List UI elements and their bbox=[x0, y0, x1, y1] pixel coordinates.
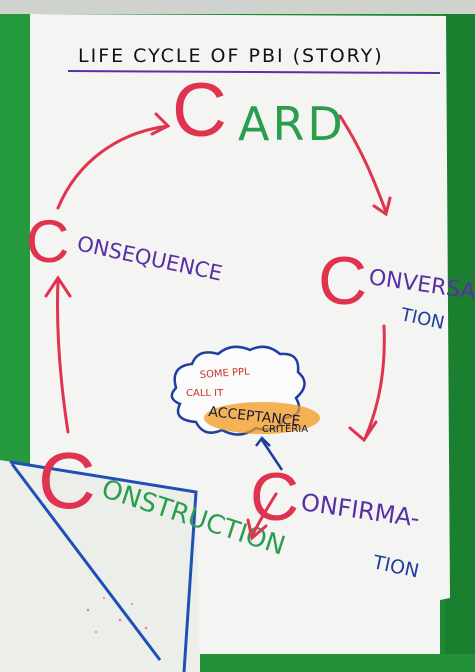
consequence-big-c: C bbox=[26, 208, 69, 275]
marker-speckles bbox=[86, 597, 148, 633]
arrow-construction-to-consequence bbox=[55, 278, 70, 434]
highlighter-mark bbox=[204, 402, 320, 434]
title-text: LIFE CYCLE OF PBI (STORY) bbox=[78, 45, 384, 67]
arrow-conversation-to-confirmation bbox=[364, 324, 386, 438]
construction-big-c: C bbox=[38, 436, 96, 525]
arrow-confirmation-to-construction bbox=[250, 492, 278, 538]
bubble-line-4: CRITERIA bbox=[262, 424, 308, 435]
card-label: ARD bbox=[238, 97, 346, 151]
conversation-big-c: C bbox=[318, 243, 367, 319]
blue-border-line bbox=[9, 460, 198, 672]
arrow-card-to-conversation bbox=[338, 114, 388, 214]
arrow-consequence-to-card bbox=[56, 124, 170, 210]
bubble-line-1: SOME PPL bbox=[199, 367, 250, 381]
bottom-tape-strip bbox=[200, 654, 475, 672]
blue-diagonal-line bbox=[10, 463, 162, 661]
top-wall bbox=[0, 0, 475, 14]
bubble-pointer-line bbox=[260, 439, 284, 471]
card-big-c: C bbox=[172, 68, 227, 153]
right-tape-strip bbox=[445, 0, 475, 672]
bubble-pointer-arrowhead bbox=[255, 436, 271, 447]
paper-overlap bbox=[0, 460, 200, 672]
title-underline bbox=[67, 70, 441, 74]
bubble-line-2: CALL IT bbox=[186, 388, 224, 399]
cycle-arrows bbox=[44, 112, 392, 541]
